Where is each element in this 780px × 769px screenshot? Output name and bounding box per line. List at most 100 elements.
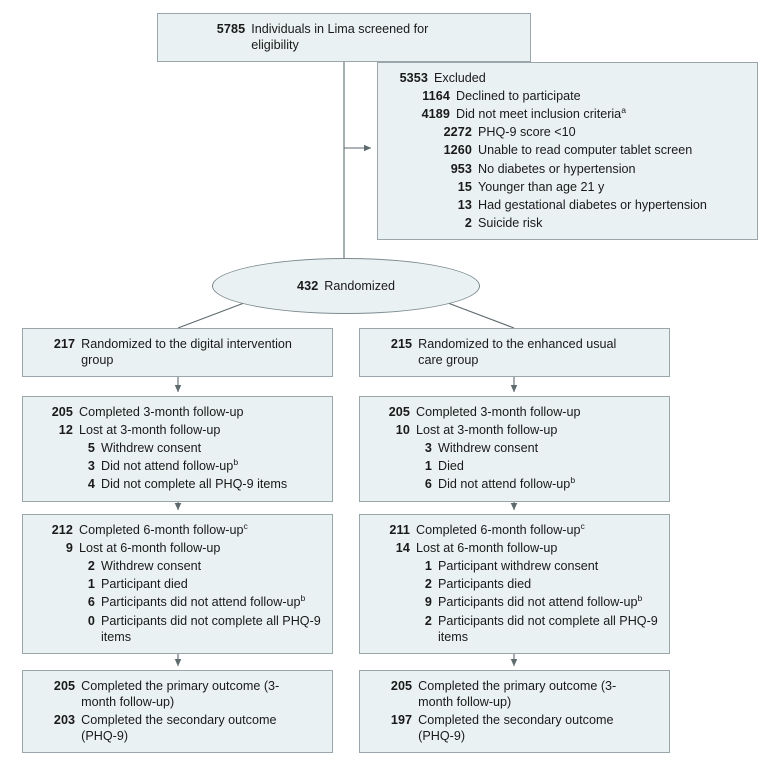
randomized-label: Randomized	[324, 278, 396, 293]
lost-reason-row: 5 Withdrew consent	[33, 440, 322, 456]
footnote-ref: c	[243, 520, 248, 531]
lost-reason-row: 6 Participants did not attend follow-upb	[33, 594, 322, 610]
footnote-ref: b	[300, 593, 306, 604]
lost-count: 10	[395, 423, 410, 438]
primary-outcome-row: 205 Completed the primary outcome (3-mon…	[370, 678, 659, 710]
excluded-subreason-label: Unable to read computer tablet screen	[478, 143, 693, 158]
secondary-outcome-count: 197	[390, 713, 413, 728]
lost-reason-label: Withdrew consent	[101, 441, 202, 456]
lost-reason-count: 0	[87, 613, 95, 628]
completed-row: 205 Completed 3-month follow-up	[33, 404, 322, 420]
allocation-count: 217	[53, 337, 76, 351]
allocation-box-intervention: 217 Randomized to the digital interventi…	[22, 328, 333, 378]
screened-box: 5785 Individuals in Lima screened for el…	[157, 13, 531, 63]
excluded-subreason-count: 1260	[443, 143, 472, 158]
outcome-box-intervention: 205 Completed the primary outcome (3-mon…	[22, 670, 333, 754]
completed-label: Completed 6-month follow-upc	[79, 520, 248, 537]
primary-outcome-count: 205	[53, 679, 76, 693]
lost-reason-label: Withdrew consent	[438, 441, 539, 456]
lost-reason-count: 3	[424, 441, 432, 456]
followup-3month-box-usual-care: 205 Completed 3-month follow-up 10 Lost …	[359, 396, 670, 502]
lost-reason-label: Did not attend follow-upb	[438, 475, 576, 492]
screened-count: 5785	[216, 22, 246, 36]
lost-reason-label: Did not attend follow-upb	[101, 457, 239, 474]
completed-label: Completed 3-month follow-up	[416, 405, 581, 419]
completed-row: 212 Completed 6-month follow-upc	[33, 522, 322, 538]
allocation-row: 217 Randomized to the digital interventi…	[33, 336, 322, 368]
excluded-reason-count: 1164	[422, 89, 450, 104]
secondary-outcome-count: 203	[53, 713, 76, 728]
lost-row: 14 Lost at 6-month follow-up	[370, 540, 659, 556]
completed-count: 211	[389, 523, 410, 537]
secondary-outcome-label: Completed the secondary outcome (PHQ-9)	[81, 713, 277, 744]
lost-count: 9	[65, 541, 73, 556]
footnote-ref: b	[570, 475, 576, 486]
lost-row: 12 Lost at 3-month follow-up	[33, 422, 322, 438]
lost-reason-label: Participant withdrew consent	[438, 559, 599, 574]
followup-6month-box-intervention: 212 Completed 6-month follow-upc 9 Lost …	[22, 514, 333, 654]
lost-reason-row: 1 Died	[370, 458, 659, 474]
excluded-subreason-label: Suicide risk	[478, 215, 543, 230]
allocation-box-usual-care: 215 Randomized to the enhanced usual car…	[359, 328, 670, 378]
lost-reason-count: 3	[87, 459, 95, 474]
lost-reason-row: 3 Withdrew consent	[370, 440, 659, 456]
lost-reason-count: 6	[424, 477, 432, 492]
footnote-ref: c	[580, 520, 585, 531]
lost-label: Lost at 3-month follow-up	[416, 423, 558, 438]
excluded-subreason-row: 13 Had gestational diabetes or hypertens…	[388, 197, 747, 213]
lost-row: 9 Lost at 6-month follow-up	[33, 540, 322, 556]
lost-reason-label: Died	[438, 459, 464, 474]
allocation-label: Randomized to the digital intervention g…	[81, 337, 292, 368]
completed-label: Completed 6-month follow-upc	[416, 520, 585, 537]
excluded-subreason-row: 2 Suicide risk	[388, 215, 747, 231]
line-randomized-to-right-alloc	[439, 299, 515, 329]
lost-reason-count: 2	[87, 559, 95, 574]
primary-outcome-label: Completed the primary outcome (3-month f…	[418, 679, 617, 710]
lost-reason-row: 2 Participants died	[370, 576, 659, 592]
randomized-ellipse: 432 Randomized	[212, 258, 480, 314]
excluded-reason-count: 4189	[421, 107, 450, 122]
excluded-subreason-count: 15	[457, 179, 472, 194]
lost-count: 14	[395, 541, 410, 556]
lost-reason-label: Participants did not attend follow-upb	[101, 593, 306, 610]
lost-reason-row: 6 Did not attend follow-upb	[370, 476, 659, 492]
lost-reason-count: 6	[87, 595, 95, 610]
allocation-row: 215 Randomized to the enhanced usual car…	[370, 336, 659, 368]
lost-label: Lost at 6-month follow-up	[416, 541, 558, 556]
lost-row: 10 Lost at 3-month follow-up	[370, 422, 659, 438]
primary-outcome-count: 205	[390, 679, 413, 693]
lost-reason-row: 2 Withdrew consent	[33, 558, 322, 574]
randomized-row: 432 Randomized	[297, 278, 395, 294]
randomized-count: 432	[296, 278, 319, 293]
lost-reason-row: 1 Participant died	[33, 576, 322, 592]
primary-outcome-label: Completed the primary outcome (3-month f…	[81, 679, 280, 710]
followup-6month-box-usual-care: 211 Completed 6-month follow-upc 14 Lost…	[359, 514, 670, 654]
footnote-ref: a	[621, 105, 626, 116]
excluded-subreason-row: 953 No diabetes or hypertension	[388, 161, 747, 177]
lost-reason-count: 1	[87, 577, 95, 592]
excluded-reason-label: Did not meet inclusion criteriaa	[456, 105, 626, 122]
lost-reason-label: Participants did not complete all PHQ-9 …	[101, 613, 321, 644]
followup-3month-box-intervention: 205 Completed 3-month follow-up 12 Lost …	[22, 396, 333, 502]
outcome-box-usual-care: 205 Completed the primary outcome (3-mon…	[359, 670, 670, 754]
primary-outcome-row: 205 Completed the primary outcome (3-mon…	[33, 678, 322, 710]
excluded-subreason-row: 15 Younger than age 21 y	[388, 179, 747, 195]
excluded-label: Excluded	[434, 71, 486, 85]
excluded-subreason-count: 953	[450, 161, 472, 176]
excluded-reason-label: Declined to participate	[456, 89, 581, 104]
lost-label: Lost at 3-month follow-up	[79, 423, 221, 438]
lost-reason-count: 2	[424, 577, 432, 592]
lost-reason-count: 1	[424, 559, 432, 574]
excluded-subreason-count: 13	[457, 197, 472, 212]
completed-label: Completed 3-month follow-up	[79, 405, 244, 419]
lost-reason-label: Participants died	[438, 577, 532, 592]
lost-reason-row: 3 Did not attend follow-upb	[33, 458, 322, 474]
excluded-subreason-label: No diabetes or hypertension	[478, 161, 636, 176]
lost-reason-count: 2	[424, 613, 432, 628]
lost-reason-count: 5	[87, 441, 95, 456]
secondary-outcome-row: 203 Completed the secondary outcome (PHQ…	[33, 712, 322, 744]
footnote-ref: b	[637, 593, 643, 604]
lost-reason-count: 1	[424, 459, 432, 474]
secondary-outcome-label: Completed the secondary outcome (PHQ-9)	[418, 713, 614, 744]
